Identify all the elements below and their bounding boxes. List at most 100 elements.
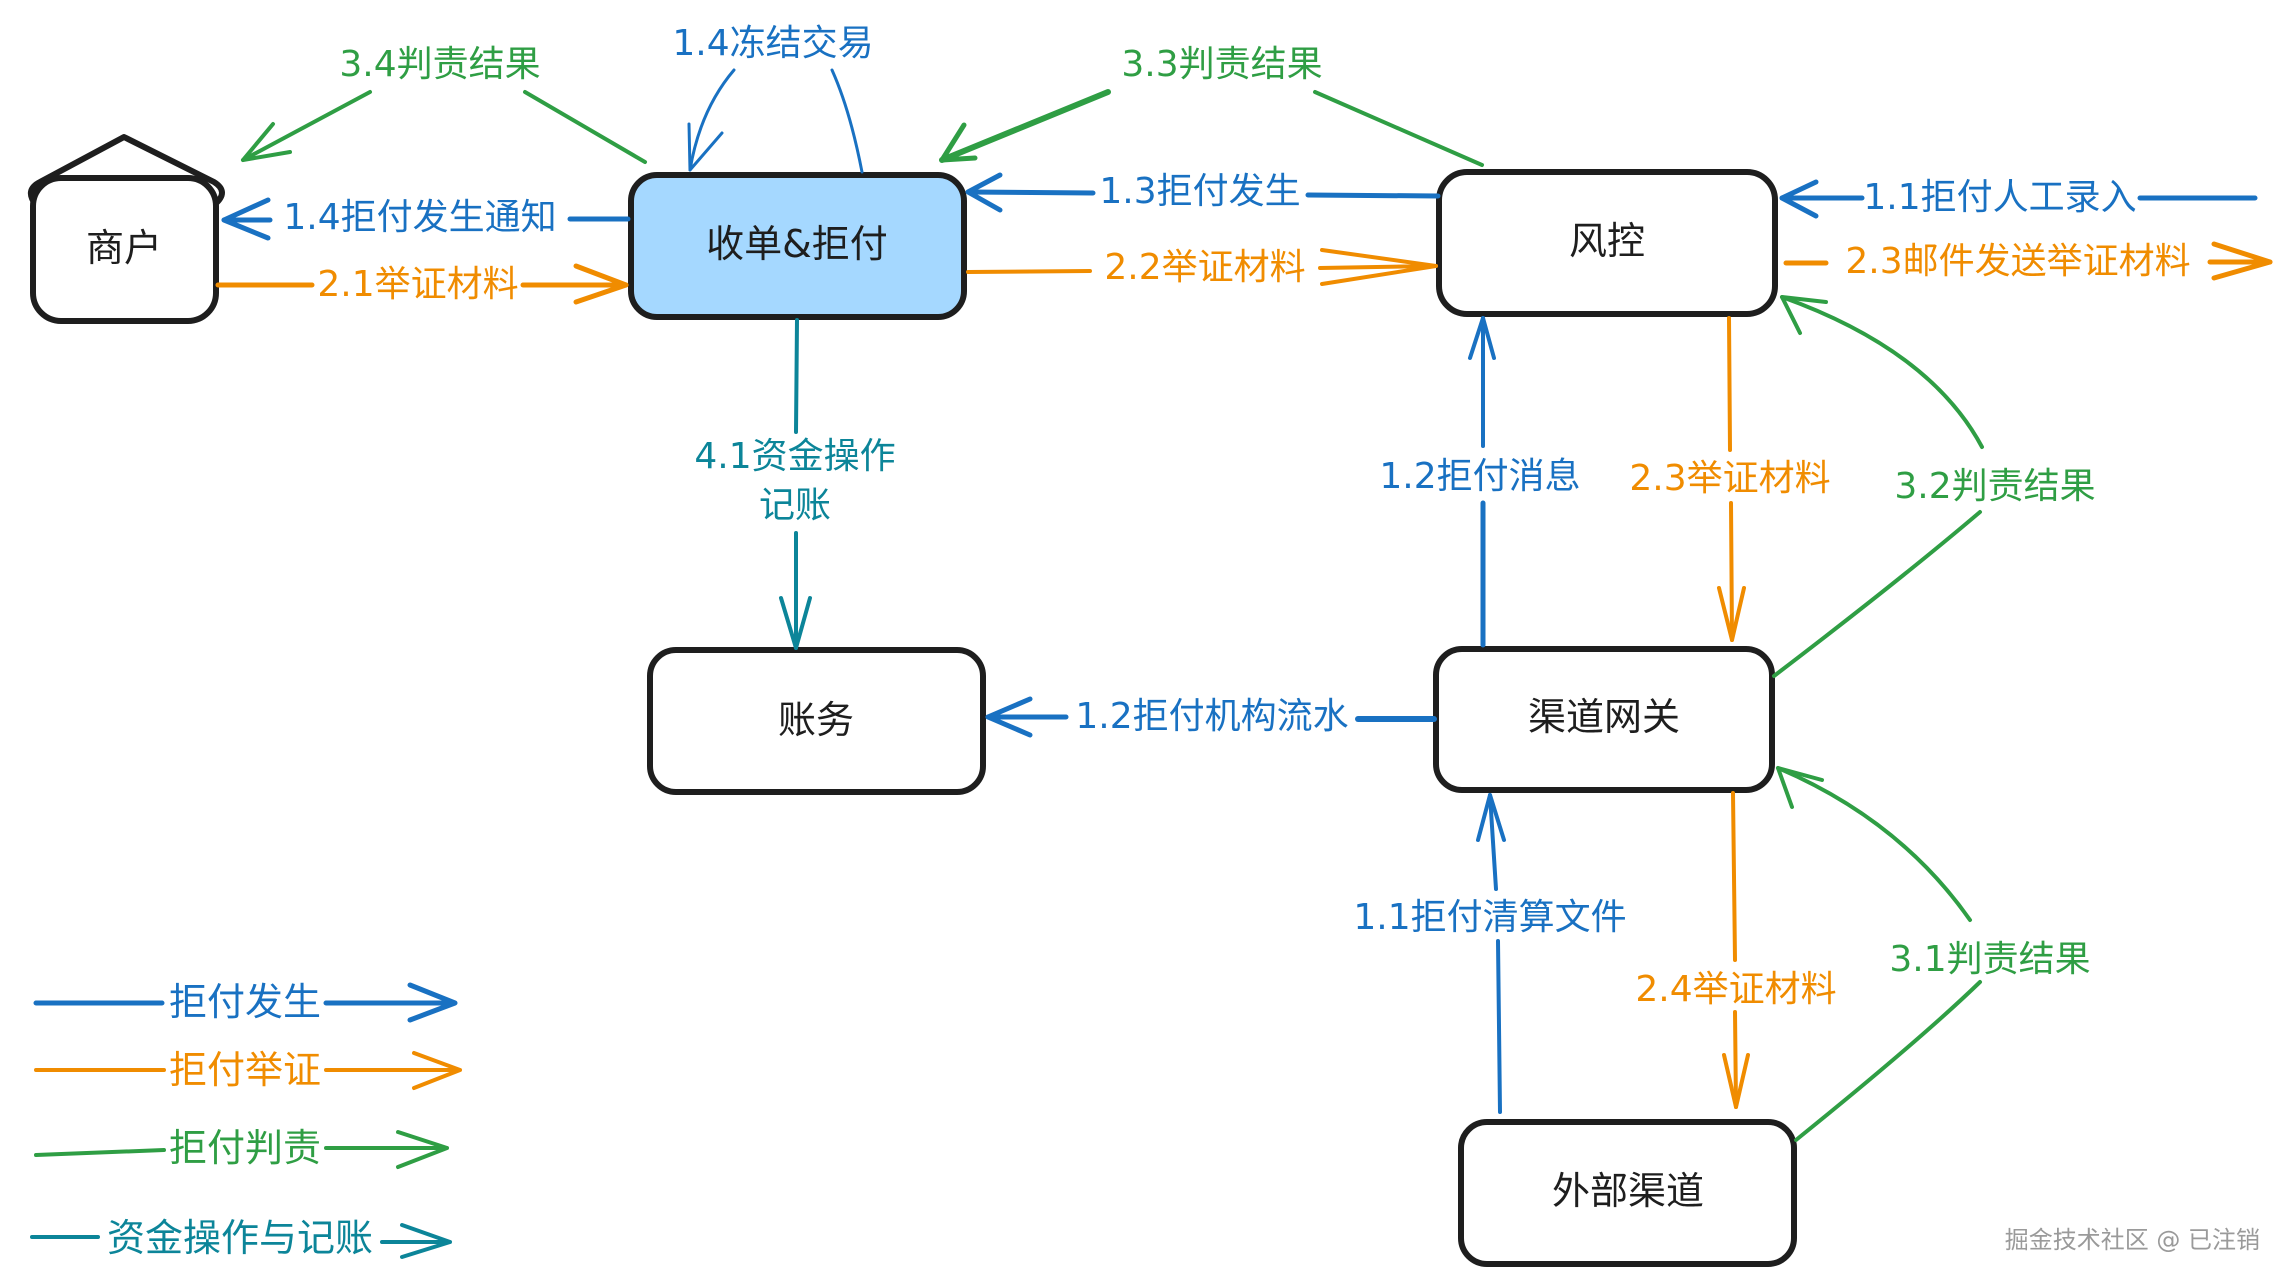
edge-3-2-line-a — [1772, 510, 1982, 678]
edge-1-1-settlement-file[interactable]: 1.1拒付清算文件 — [1353, 793, 1627, 1114]
arrowhead-icon — [221, 197, 271, 241]
legend: 拒付发生 拒付举证 拒付判责 资金操作与记账 — [30, 980, 462, 1260]
edge-3-4-label: 3.4判责结果 — [339, 44, 540, 85]
edge-1-1-manual-label: 1.1拒付人工录入 — [1863, 177, 2136, 218]
edge-1-3-line-a — [1305, 192, 1441, 199]
edge-3-2-liability-result[interactable]: 3.2判责结果 — [1772, 295, 2096, 678]
node-merchant[interactable]: 商户 — [27, 134, 225, 324]
edge-1-1-file-line-a — [1496, 939, 1502, 1114]
edge-3-3-liability-result[interactable]: 3.3判责结果 — [939, 44, 1484, 167]
arrowhead-icon — [1468, 316, 1496, 360]
edge-3-1-liability-result[interactable]: 3.1判责结果 — [1776, 766, 2091, 1142]
node-acquiring-dispute[interactable]: 收单&拒付 — [628, 172, 967, 320]
edge-2-4-line-b — [1733, 1010, 1738, 1109]
edge-2-2-label: 2.2举证材料 — [1104, 247, 1305, 288]
legend-arrow-icon — [30, 1223, 452, 1259]
edge-1-3-dispute-occurred[interactable]: 1.3拒付发生 — [965, 171, 1441, 213]
legend-item-dispute-liability: 拒付判责 — [34, 1126, 449, 1170]
edge-1-3-line-b — [967, 189, 1096, 196]
edge-1-4-notify-label: 1.4拒付发生通知 — [283, 197, 556, 238]
arrowhead-icon — [939, 122, 978, 163]
legend-item-dispute-evidence: 拒付举证 — [34, 1048, 462, 1092]
arrowhead-icon — [1717, 586, 1746, 642]
legend-label: 拒付举证 — [169, 1048, 321, 1092]
arrowhead-icon — [1722, 1053, 1750, 1109]
arrowhead-icon — [1780, 295, 1828, 335]
edge-2-3-line-b — [1729, 501, 1734, 642]
arrowhead-icon — [2211, 241, 2273, 281]
external-label: 外部渠道 — [1552, 1169, 1704, 1213]
edge-2-3-evidence[interactable]: 2.3举证材料 — [1629, 316, 1831, 642]
arrowhead-icon — [965, 172, 1003, 213]
edge-3-4-line-a — [523, 90, 647, 164]
arrowhead-icon — [779, 596, 812, 650]
legend-item-dispute-occurrence: 拒付发生 — [33, 980, 458, 1024]
edge-1-4-freeze-line-a — [830, 68, 864, 174]
accounting-label: 账务 — [778, 698, 854, 742]
edge-3-3-label: 3.3判责结果 — [1121, 44, 1322, 85]
node-accounting[interactable]: 账务 — [647, 647, 986, 795]
edge-3-3-line-a — [1313, 90, 1484, 167]
risk-box — [1436, 169, 1778, 317]
edge-3-1-line-a — [1794, 980, 1982, 1142]
edge-3-1-line-b — [1776, 766, 1972, 922]
legend-arrow-icon — [33, 982, 458, 1023]
edge-1-4-dispute-notify[interactable]: 1.4拒付发生通知 — [221, 197, 631, 241]
edge-1-2-msg-label: 1.2拒付消息 — [1379, 456, 1580, 497]
node-external-channel[interactable]: 外部渠道 — [1458, 1119, 1797, 1267]
arrowhead-icon — [573, 263, 629, 305]
edge-4-1-label-line1: 4.1资金操作 — [694, 436, 895, 477]
merchant-label: 商户 — [86, 226, 162, 270]
edge-2-3-line-a — [1727, 316, 1732, 452]
legend-arrow-icon — [34, 1130, 449, 1169]
external-box — [1458, 1119, 1797, 1267]
edge-2-3-email-evidence[interactable]: 2.3邮件发送举证材料 — [1783, 241, 2273, 282]
edge-3-4-liability-result[interactable]: 3.4判责结果 — [241, 44, 647, 164]
edge-3-2-label: 3.2判责结果 — [1894, 466, 2095, 507]
edge-2-3-mail-label: 2.3邮件发送举证材料 — [1845, 241, 2190, 282]
edge-4-1-funds-accounting[interactable]: 4.1资金操作 记账 — [694, 318, 896, 650]
gateway-label: 渠道网关 — [1528, 695, 1680, 739]
acquiring-box — [628, 172, 967, 320]
edge-1-4-freeze-transaction[interactable]: 1.4冻结交易 — [672, 23, 874, 174]
edge-2-2-line-b — [1318, 264, 1438, 270]
merchant-roof — [27, 134, 225, 208]
legend-item-funds-accounting: 资金操作与记账 — [30, 1216, 452, 1260]
edge-2-1-evidence[interactable]: 2.1举证材料 — [215, 263, 629, 305]
arrowhead-icon — [687, 122, 724, 172]
legend-label: 拒付发生 — [169, 980, 321, 1024]
merchant-box — [30, 175, 219, 324]
risk-label: 风控 — [1569, 219, 1645, 263]
edge-1-2-dispute-message[interactable]: 1.2拒付消息 — [1379, 316, 1581, 648]
edge-1-2-institution-flow[interactable]: 1.2拒付机构流水 — [985, 696, 1437, 738]
watermark: 掘金技术社区 @ 已注销 — [2005, 1226, 2260, 1254]
edge-3-1-label: 3.1判责结果 — [1889, 939, 2090, 980]
edge-3-2-line-b — [1780, 295, 1984, 449]
edge-2-3-label: 2.3举证材料 — [1629, 458, 1830, 499]
edge-4-1-line-a — [794, 318, 799, 434]
arrowhead-icon — [1779, 179, 1819, 219]
edge-2-2-evidence[interactable]: 2.2举证材料 — [966, 247, 1438, 288]
edge-1-1-file-line-b — [1488, 793, 1498, 891]
legend-label: 拒付判责 — [169, 1126, 321, 1170]
arrowhead-icon — [985, 696, 1033, 738]
acquiring-label: 收单&拒付 — [706, 222, 888, 266]
edge-2-4-line-a — [1731, 791, 1737, 962]
node-channel-gateway[interactable]: 渠道网关 — [1433, 646, 1775, 793]
edge-3-3-line-b — [939, 89, 1111, 163]
edge-1-3-label: 1.3拒付发生 — [1099, 171, 1300, 212]
edge-1-4-freeze-label: 1.4冻结交易 — [672, 23, 873, 64]
edge-2-1-label: 2.1举证材料 — [317, 264, 518, 305]
edge-2-4-label: 2.4举证材料 — [1635, 969, 1836, 1010]
edge-1-2-flow-label: 1.2拒付机构流水 — [1075, 696, 1348, 737]
arrowhead-icon — [1320, 248, 1438, 286]
node-risk-control[interactable]: 风控 — [1436, 169, 1778, 317]
edge-1-4-freeze-line-b — [688, 68, 736, 172]
edge-2-2-line-a — [966, 269, 1092, 274]
edge-4-1-label-line2: 记账 — [759, 485, 831, 526]
arrowhead-icon — [1476, 793, 1506, 842]
edge-1-1-manual-entry[interactable]: 1.1拒付人工录入 — [1779, 177, 2258, 219]
edge-2-4-evidence[interactable]: 2.4举证材料 — [1635, 791, 1837, 1109]
legend-label: 资金操作与记账 — [107, 1216, 373, 1260]
legend-arrow-icon — [34, 1051, 462, 1090]
